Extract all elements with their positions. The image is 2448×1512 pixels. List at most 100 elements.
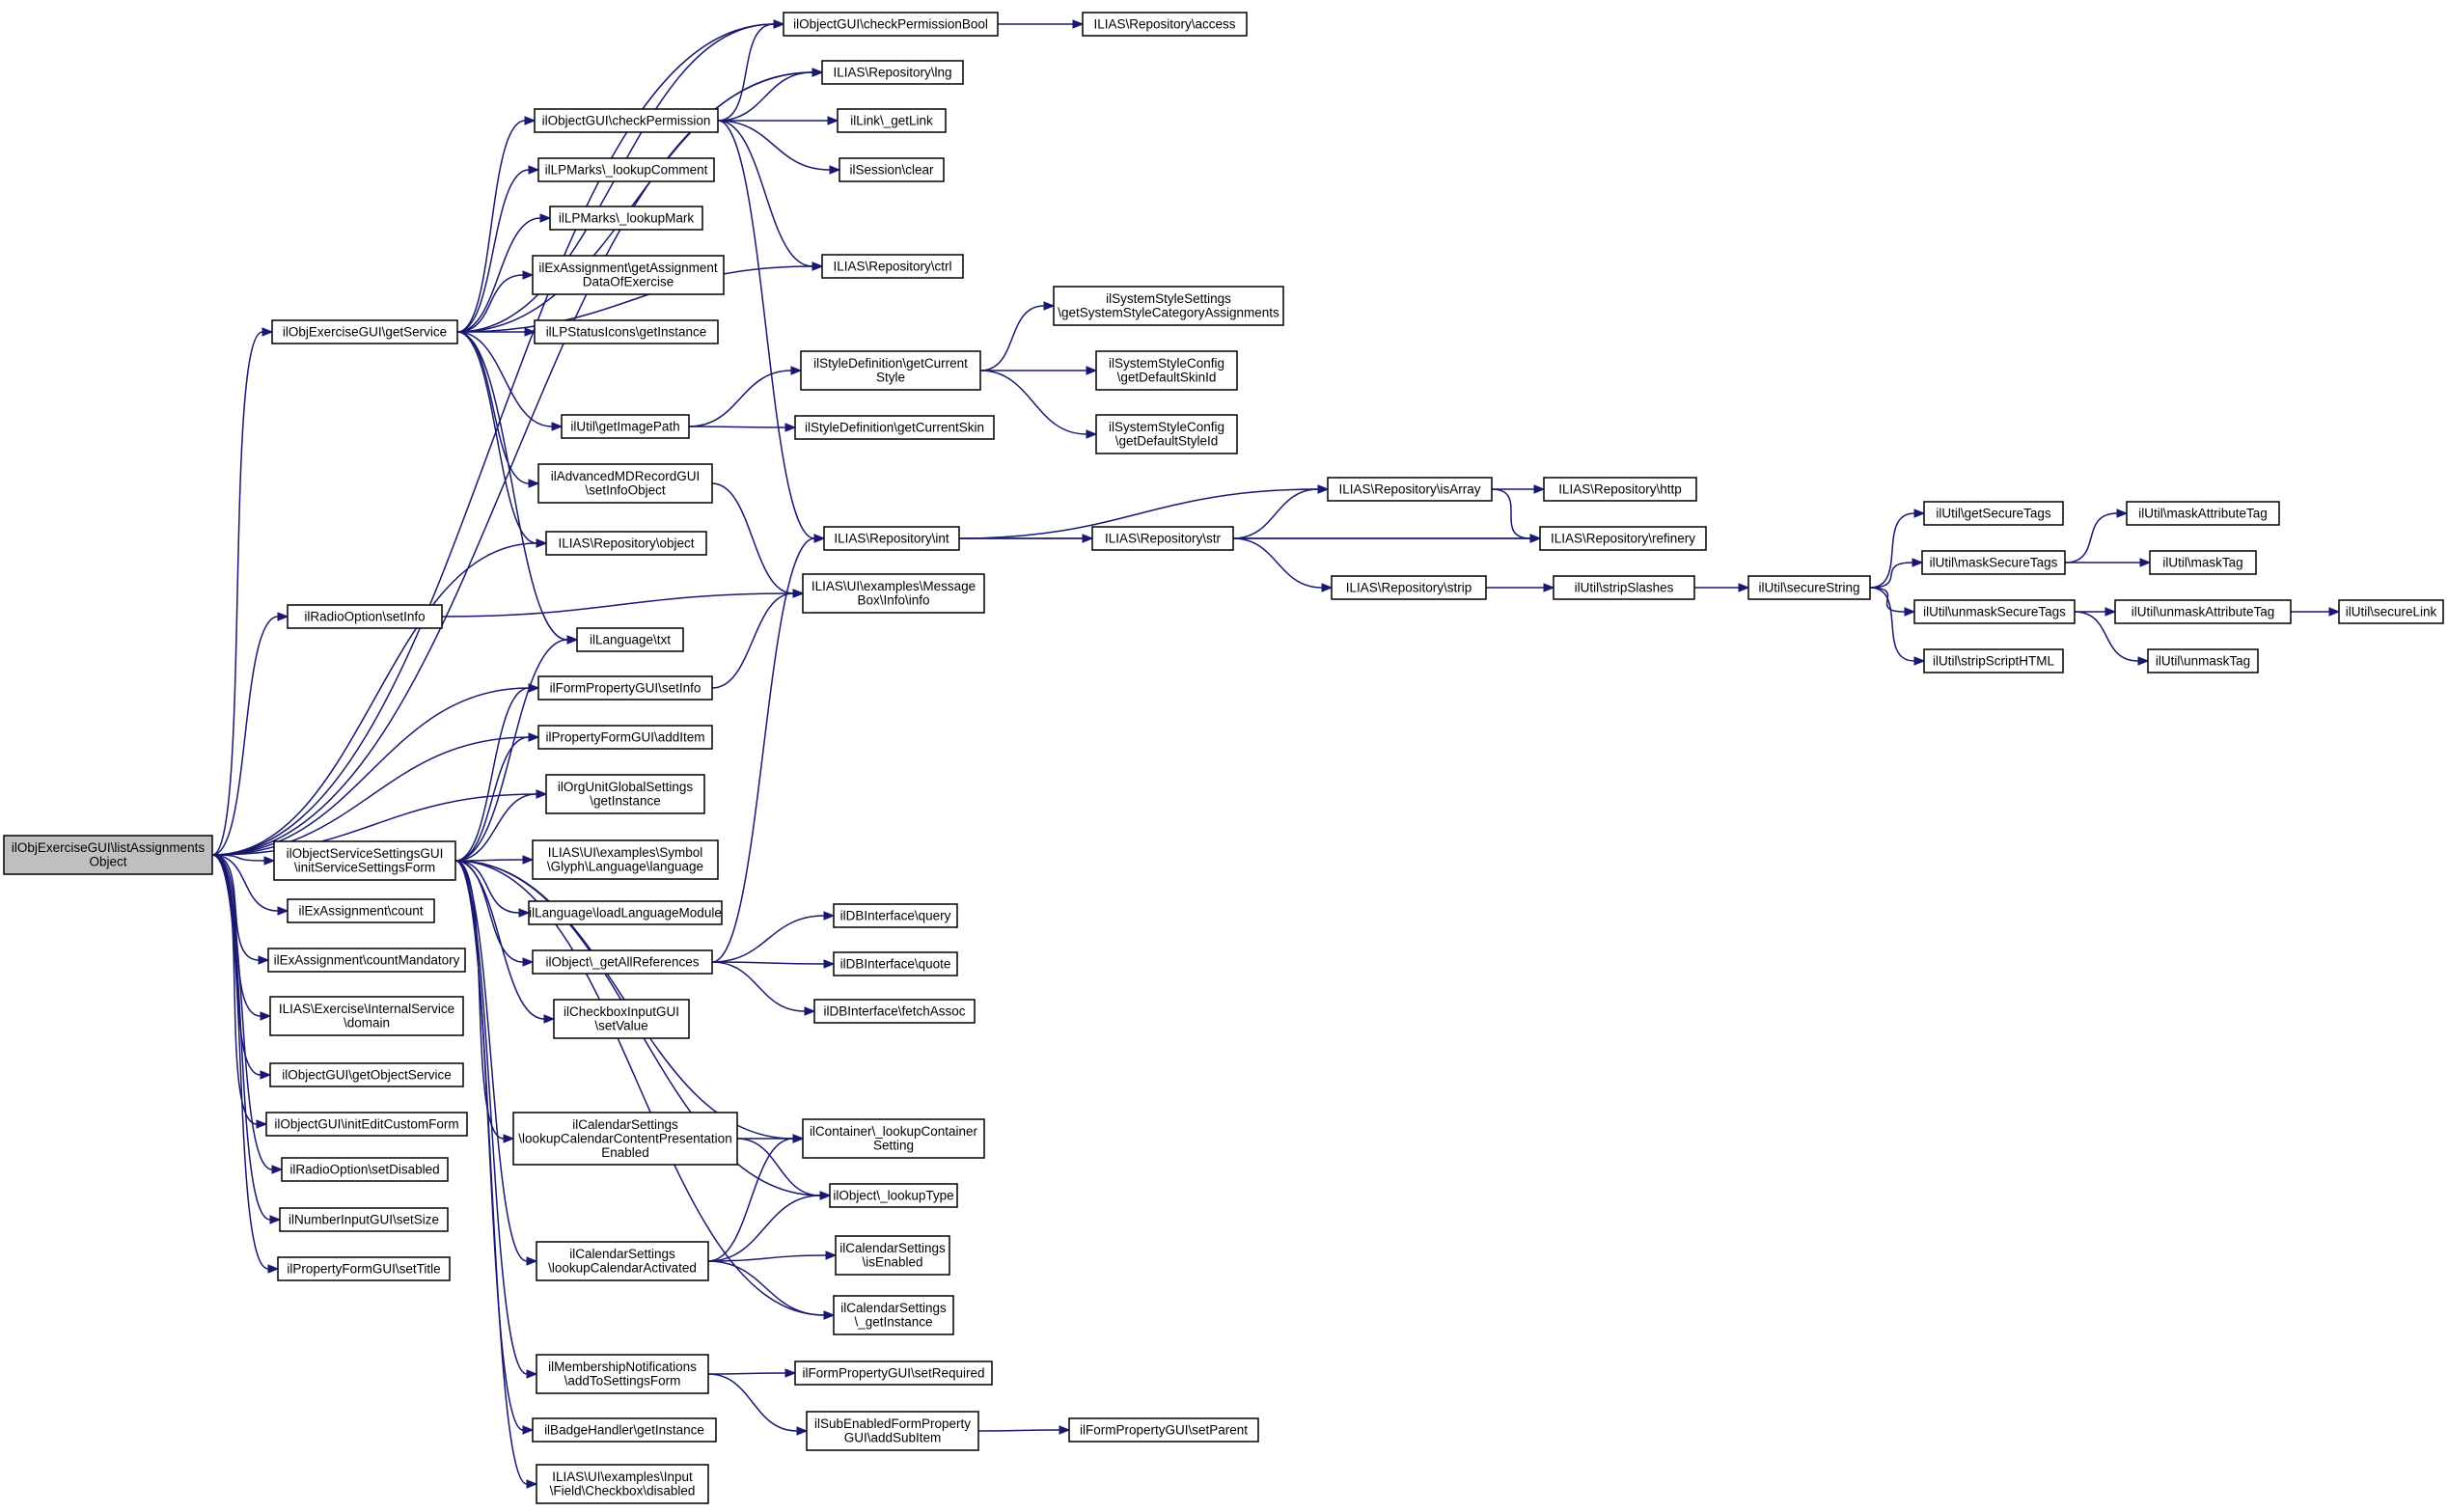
node-util-mask-tag[interactable]: ilUtil\maskTag — [2149, 550, 2257, 575]
arrowhead — [1913, 656, 1926, 666]
node-util-secure-string[interactable]: ilUtil\secureString — [1747, 575, 1871, 600]
node-checkbox-disabled[interactable]: ILIAS\UI\examples\Input\Field\Checkbox\d… — [536, 1464, 709, 1504]
node-sys-style-default-style[interactable]: ilSystemStyleConfig\getDefaultStyleId — [1095, 414, 1238, 454]
node-util-strip-slashes[interactable]: ilUtil\stripSlashes — [1553, 575, 1695, 600]
node-glyph-language[interactable]: ILIAS\UI\examples\Symbol\Glyph\Language\… — [532, 839, 719, 880]
node-adv-mdset-info-object[interactable]: ilAdvancedMDRecordGUI\setInfoObject — [537, 463, 713, 504]
node-cal-is-enabled[interactable]: ilCalendarSettings\isEnabled — [835, 1235, 950, 1276]
edge-line — [711, 482, 794, 594]
node-label-line: \addToSettingsForm — [564, 1374, 681, 1388]
edge-util-mask-secure-tags-to-util-mask-tag — [2065, 558, 2152, 567]
node-box — [537, 157, 715, 182]
node-membership-add-to-settings[interactable]: ilMembershipNotifications\addToSettingsF… — [536, 1354, 709, 1394]
node-db-fetch-assoc[interactable]: ilDBInterface\fetchAssoc — [813, 999, 976, 1024]
node-repo-refinery[interactable]: ILIAS\Repository\refinery — [1539, 526, 1707, 551]
node-obj-lookup-type[interactable]: ilObject\_lookupType — [829, 1183, 958, 1208]
node-number-set-size[interactable]: ilNumberInputGUI\setSize — [279, 1207, 449, 1232]
node-label-line: ilPropertyFormGUI\addItem — [545, 729, 704, 744]
node-repo-int[interactable]: ILIAS\Repository\int — [823, 526, 960, 551]
node-form-prop-set-required[interactable]: ilFormPropertyGUI\setRequired — [794, 1361, 993, 1386]
node-badge-get-instance[interactable]: ilBadgeHandler\getInstance — [532, 1417, 717, 1443]
node-prop-form-set-title[interactable]: ilPropertyFormGUI\setTitle — [277, 1256, 451, 1281]
node-radio-set-disabled[interactable]: ilRadioOption\setDisabled — [281, 1157, 449, 1182]
node-box — [271, 319, 458, 344]
node-check-permission[interactable]: ilObjectGUI\checkPermission — [534, 108, 719, 133]
node-style-get-current-skin[interactable]: ilStyleDefinition\getCurrentSkin — [794, 415, 995, 440]
node-repo-is-array[interactable]: ILIAS\Repository\isArray — [1327, 477, 1493, 502]
node-repo-str[interactable]: ILIAS\Repository\str — [1091, 526, 1234, 551]
node-radio-set-info[interactable]: ilRadioOption\setInfo — [287, 604, 443, 629]
edge-get-service-to-check-permission — [456, 116, 536, 333]
edge-root-to-form-prop-set-info — [211, 683, 540, 856]
arrowhead — [263, 856, 276, 866]
node-cal-get-instance[interactable]: ilCalendarSettings\_getInstance — [833, 1295, 954, 1335]
node-get-assignment-data[interactable]: ilExAssignment\getAssignmentDataOfExerci… — [532, 255, 725, 295]
edge-check-permission-to-repo-int — [717, 120, 826, 543]
node-util-unmask-tag[interactable]: ilUtil\unmaskTag — [2147, 648, 2259, 674]
node-label-line: Setting — [873, 1139, 914, 1153]
node-load-language-module[interactable]: ilLanguage\loadLanguageModule — [528, 900, 723, 925]
node-repo-lng[interactable]: ILIAS\Repository\lng — [821, 60, 964, 85]
node-form-prop-set-parent[interactable]: ilFormPropertyGUI\setParent — [1068, 1417, 1259, 1443]
arrowhead — [528, 683, 540, 693]
node-util-get-secure-tags[interactable]: ilUtil\getSecureTags — [1923, 501, 2064, 526]
node-init-edit-custom-form[interactable]: ilObjectGUI\initEditCustomForm — [265, 1112, 468, 1137]
node-util-secure-link[interactable]: ilUtil\secureLink — [2338, 599, 2444, 624]
node-lp-status-icons[interactable]: ilLPStatusIcons\getInstance — [534, 319, 719, 344]
node-org-unit-get-instance[interactable]: ilOrgUnitGlobalSettings\getInstance — [545, 774, 705, 814]
edge-repo-str-to-repo-is-array — [1232, 484, 1330, 539]
edge-get-service-to-get-image-path — [456, 331, 564, 431]
node-lang-txt[interactable]: ilLanguage\txt — [576, 627, 684, 652]
node-repo-http[interactable]: ILIAS\Repository\http — [1543, 477, 1697, 502]
node-box — [553, 999, 690, 1039]
node-init-service-settings-form[interactable]: ilObjectServiceSettingsGUI\initServiceSe… — [273, 840, 456, 881]
node-ex-assign-count-mandatory[interactable]: ilExAssignment\countMandatory — [267, 948, 466, 973]
node-repo-access[interactable]: ILIAS\Repository\access — [1082, 12, 1248, 37]
arrowhead — [524, 327, 536, 337]
edge-membership-add-to-settings-to-form-prop-set-required — [707, 1368, 797, 1378]
node-lp-lookup-comment[interactable]: ilLPMarks\_lookupComment — [537, 157, 715, 182]
node-util-strip-script-html[interactable]: ilUtil\stripScriptHTML — [1923, 648, 2064, 674]
node-session-clear[interactable]: ilSession\clear — [839, 157, 945, 182]
node-util-unmask-attribute-tag[interactable]: ilUtil\unmaskAttributeTag — [2114, 599, 2292, 624]
node-check-permission-bool[interactable]: ilObjectGUI\checkPermissionBool — [783, 12, 999, 37]
node-prop-form-add-item[interactable]: ilPropertyFormGUI\addItem — [537, 725, 713, 750]
node-get-object-service[interactable]: ilObjectGUI\getObjectService — [269, 1062, 464, 1087]
node-db-quote[interactable]: ilDBInterface\quote — [833, 951, 958, 976]
node-sys-style-default-skin[interactable]: ilSystemStyleConfig\getDefaultSkinId — [1095, 350, 1238, 391]
node-repo-ctrl[interactable]: ILIAS\Repository\ctrl — [821, 254, 964, 279]
node-repo-object[interactable]: ILIAS\Repository\object — [545, 531, 707, 556]
node-util-unmask-secure-tags[interactable]: ilUtil\unmaskSecureTags — [1913, 599, 2076, 624]
node-label-line: ilLanguage\txt — [590, 632, 671, 646]
node-sys-style-category-assign[interactable]: ilSystemStyleSettings\getSystemStyleCate… — [1053, 286, 1284, 326]
node-ex-assign-count[interactable]: ilExAssignment\count — [287, 898, 435, 923]
node-get-all-references[interactable]: ilObject\_getAllReferences — [532, 949, 713, 975]
node-get-service[interactable]: ilObjExerciseGUI\getService — [271, 319, 458, 344]
node-internal-service-domain[interactable]: ILIAS\Exercise\InternalService\domain — [269, 996, 464, 1036]
node-util-mask-secure-tags[interactable]: ilUtil\maskSecureTags — [1921, 550, 2066, 575]
node-link-get-link[interactable]: ilLink\_getLink — [837, 108, 947, 133]
node-get-image-path[interactable]: ilUtil\getImagePath — [561, 414, 690, 439]
node-form-prop-set-info[interactable]: ilFormPropertyGUI\setInfo — [537, 675, 713, 701]
node-db-query[interactable]: ilDBInterface\query — [833, 903, 958, 928]
edge-sub-enabled-add-sub-item-to-form-prop-set-parent — [977, 1425, 1071, 1435]
node-repo-strip[interactable]: ILIAS\Repository\strip — [1331, 575, 1487, 600]
node-box — [2338, 599, 2444, 624]
node-label-line: ilPropertyFormGUI\setTitle — [287, 1261, 440, 1276]
node-util-mask-attribute-tag[interactable]: ilUtil\maskAttributeTag — [2126, 501, 2280, 526]
node-box — [833, 951, 958, 976]
node-cal-lookup-presentation[interactable]: ilCalendarSettings\lookupCalendarContent… — [512, 1112, 738, 1166]
arrowhead — [528, 479, 540, 488]
edge-line — [211, 793, 537, 856]
node-checkbox-set-value[interactable]: ilCheckboxInputGUI\setValue — [553, 999, 690, 1039]
node-lp-lookup-mark[interactable]: ilLPMarks\_lookupMark — [549, 206, 703, 231]
edge-line — [707, 1372, 786, 1375]
edge-init-service-settings-form-to-org-unit-get-instance — [454, 789, 548, 862]
node-cal-lookup-activated[interactable]: ilCalendarSettings\lookupCalendarActivat… — [536, 1241, 709, 1281]
node-label-line: \getDefaultSkinId — [1117, 371, 1217, 385]
